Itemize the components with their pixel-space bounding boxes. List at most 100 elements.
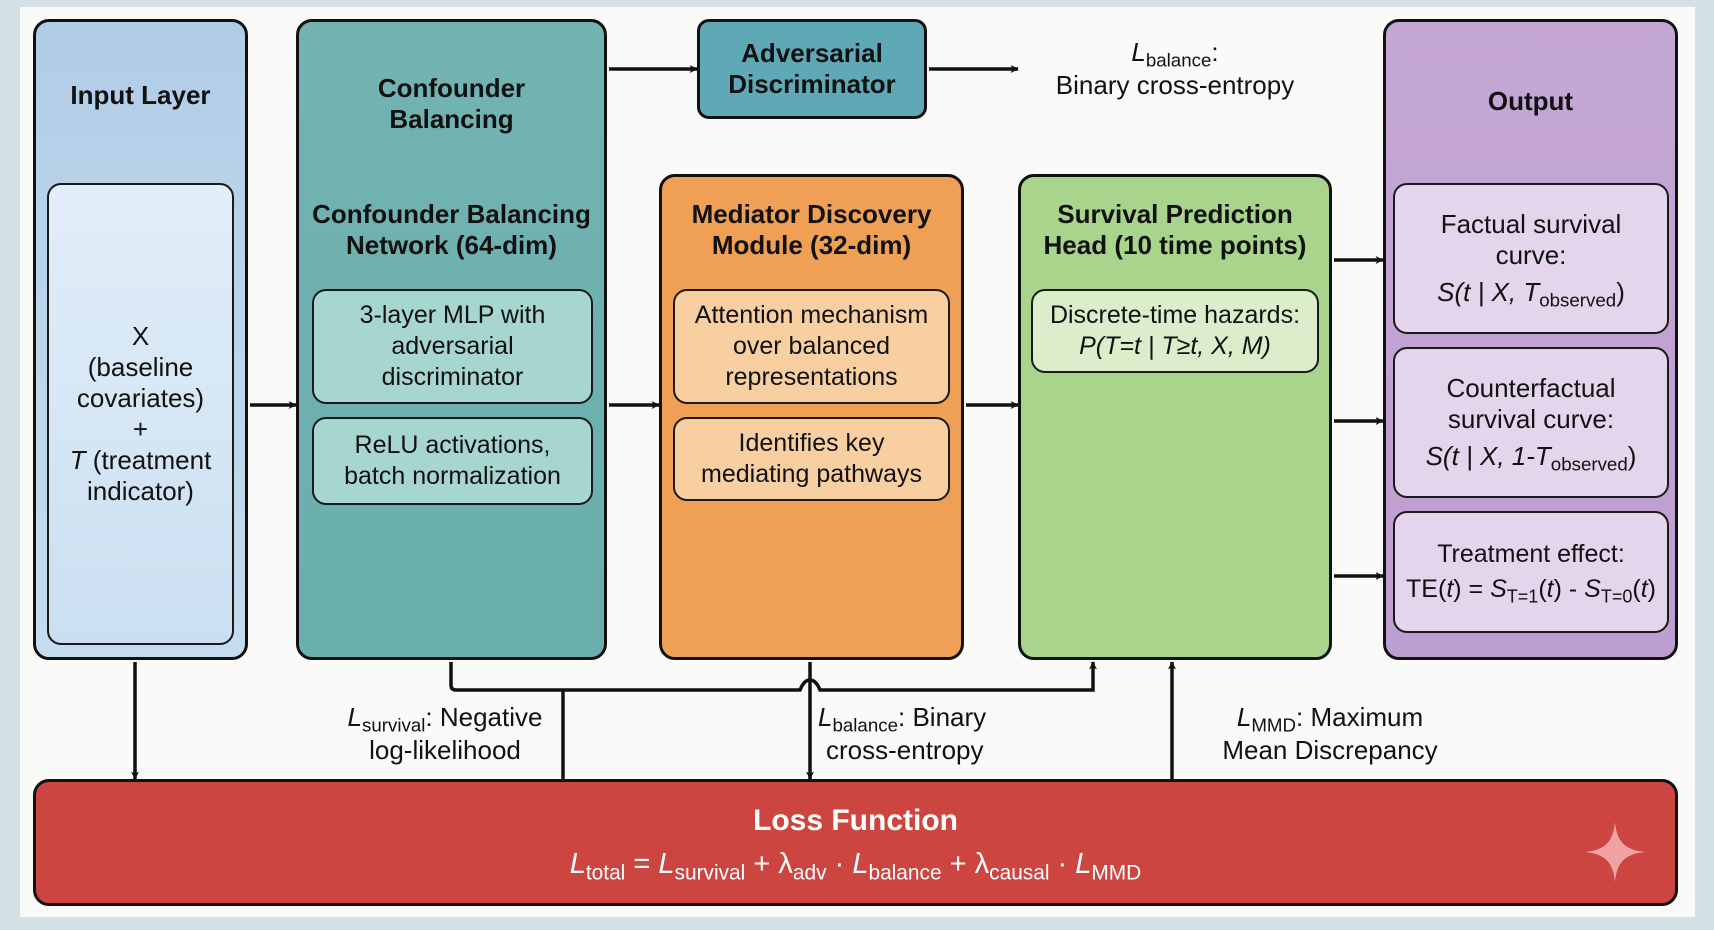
counterfactual-line-1: Counterfactual	[1446, 373, 1616, 403]
attention-line-2: over balanced	[732, 332, 891, 360]
formula-op: +	[745, 848, 779, 880]
loss-sub: balance	[1145, 49, 1212, 71]
formula-term: L	[852, 848, 869, 880]
pathways-block: Identifies key mediating pathways	[673, 417, 950, 501]
cf-formula-sub: observed	[1550, 453, 1628, 475]
formula-term: L	[569, 848, 586, 880]
t-symbol: T	[69, 445, 86, 475]
factual-line-1: Factual survival	[1440, 209, 1622, 239]
te-part: ) =	[1453, 575, 1491, 603]
label-rest: : Binary	[898, 702, 987, 732]
formula-term: λ	[778, 848, 793, 880]
plus-sign: +	[132, 414, 149, 444]
pathways-line-1: Identifies key	[738, 429, 885, 457]
output-box: Output Factual survival curve: S(t | X, …	[1383, 19, 1678, 660]
te-part: (	[1538, 575, 1547, 603]
te-line-1: Treatment effect:	[1437, 540, 1625, 568]
te-part: TE(	[1406, 575, 1447, 603]
formula-op: =	[625, 848, 659, 880]
factual-formula-main: S(t | X, T	[1437, 277, 1540, 307]
survival-loss-label: Lsurvival: Negative log-likelihood	[320, 701, 570, 767]
relu-block: ReLU activations, batch normalization	[312, 417, 593, 505]
label-line-2: log-likelihood	[369, 735, 521, 765]
formula-sub: balance	[868, 861, 942, 885]
loss-suffix: :	[1211, 37, 1219, 67]
adv-line-2: Discriminator	[728, 69, 896, 99]
mlp-block: 3-layer MLP with adversarial discriminat…	[312, 289, 593, 404]
loss-function-box: Loss Function Ltotal = Lsurvival + λadv …	[33, 779, 1678, 906]
attention-block: Attention mechanism over balanced repres…	[673, 289, 950, 404]
cb-subtitle-2: Network (64-dim)	[346, 230, 557, 260]
formula-sub: MMD	[1091, 861, 1142, 885]
cf-formula-main: S(t | X, 1-T	[1425, 441, 1551, 471]
relu-line-2: batch normalization	[344, 462, 561, 490]
t-desc-2: indicator)	[87, 476, 194, 506]
label-rest: : Negative	[425, 702, 543, 732]
surv-title-2: Head (10 time points)	[1043, 230, 1307, 260]
pathways-line-2: mediating pathways	[701, 460, 922, 488]
te-part: )	[1647, 575, 1656, 603]
formula-op: +	[941, 848, 975, 880]
top-balance-loss-label: Lbalance: Binary cross-entropy	[1040, 36, 1310, 102]
relu-line-1: ReLU activations,	[354, 431, 551, 459]
x-desc-1: (baseline	[87, 352, 194, 382]
cb-subtitle-1: Confounder Balancing	[312, 199, 591, 229]
cb-title-1: Confounder	[377, 73, 526, 103]
counterfactual-curve-block: Counterfactual survival curve: S(t | X, …	[1393, 347, 1669, 498]
te-formula: TE(t) = ST=1(t) - ST=0(t)	[1406, 574, 1656, 605]
formula-sub: causal	[989, 861, 1050, 885]
balance-loss-label: Lbalance: Binary cross-entropy	[818, 701, 1018, 767]
formula-sub: survival	[674, 861, 746, 885]
label-symbol: L	[818, 702, 833, 732]
factual-formula: S(t | X, Tobserved)	[1437, 277, 1625, 311]
label-sub: MMD	[1251, 714, 1296, 736]
survival-prediction-box: Survival Prediction Head (10 time points…	[1018, 174, 1332, 660]
treatment-effect-block: Treatment effect: TE(t) = ST=1(t) - ST=0…	[1393, 511, 1669, 633]
factual-formula-sub: observed	[1539, 289, 1617, 311]
adv-line-1: Adversarial	[741, 38, 883, 68]
attention-line-3: representations	[725, 363, 898, 391]
formula-term: L	[1075, 848, 1092, 880]
te-part: T=0	[1600, 586, 1633, 607]
loss-symbol: L	[1131, 37, 1146, 67]
mlp-line-2: adversarial	[391, 332, 514, 360]
counterfactual-formula: S(t | X, 1-Tobserved)	[1425, 441, 1637, 475]
mmd-loss-label: LMMD: Maximum Mean Discrepancy	[1205, 701, 1455, 767]
hazards-formula: P(T=t | T≥t, X, M)	[1079, 332, 1271, 360]
surv-title-1: Survival Prediction	[1057, 199, 1293, 229]
factual-line-2: curve:	[1495, 240, 1567, 270]
loss-desc: Binary cross-entropy	[1055, 70, 1295, 100]
output-title: Output	[1487, 86, 1574, 116]
x-label: X	[131, 321, 150, 351]
label-symbol: L	[1236, 702, 1252, 732]
hazards-line-1: Discrete-time hazards:	[1049, 301, 1301, 329]
t-desc-1: T (treatment	[70, 445, 212, 476]
label-line-2: Mean Discrepancy	[1222, 735, 1438, 765]
label-symbol: L	[347, 702, 362, 732]
med-title-1: Mediator Discovery	[691, 199, 932, 229]
cf-formula-close: )	[1627, 441, 1637, 471]
formula-term: λ	[974, 848, 990, 880]
adversarial-discriminator-box: Adversarial Discriminator	[697, 19, 927, 119]
factual-curve-block: Factual survival curve: S(t | X, Tobserv…	[1393, 183, 1669, 334]
te-part: S	[1490, 575, 1507, 603]
mediator-discovery-box: Mediator Discovery Module (32-dim) Atten…	[659, 174, 964, 660]
input-layer-box: Input Layer X (baseline covariates) + T …	[33, 19, 248, 660]
loss-function-title: Loss Function	[753, 804, 958, 837]
mlp-line-3: discriminator	[381, 363, 524, 391]
label-rest: : Maximum	[1296, 702, 1424, 732]
hazards-block: Discrete-time hazards: P(T=t | T≥t, X, M…	[1031, 289, 1319, 373]
confounder-balancing-box: Confounder Balancing Confounder Balancin…	[296, 19, 607, 660]
formula-term: L	[658, 848, 675, 880]
attention-line-1: Attention mechanism	[694, 301, 929, 329]
x-desc-2: covariates)	[76, 383, 205, 413]
te-part: t	[1546, 575, 1554, 603]
label-sub: survival	[361, 714, 426, 736]
mlp-line-1: 3-layer MLP with	[359, 301, 546, 329]
te-part: t	[1446, 575, 1454, 603]
input-layer-title: Input Layer	[70, 80, 211, 110]
te-part: S	[1584, 575, 1601, 603]
formula-op: ·	[1049, 848, 1076, 880]
formula-sub: total	[585, 861, 626, 885]
label-line-2: cross-entropy	[826, 735, 984, 765]
